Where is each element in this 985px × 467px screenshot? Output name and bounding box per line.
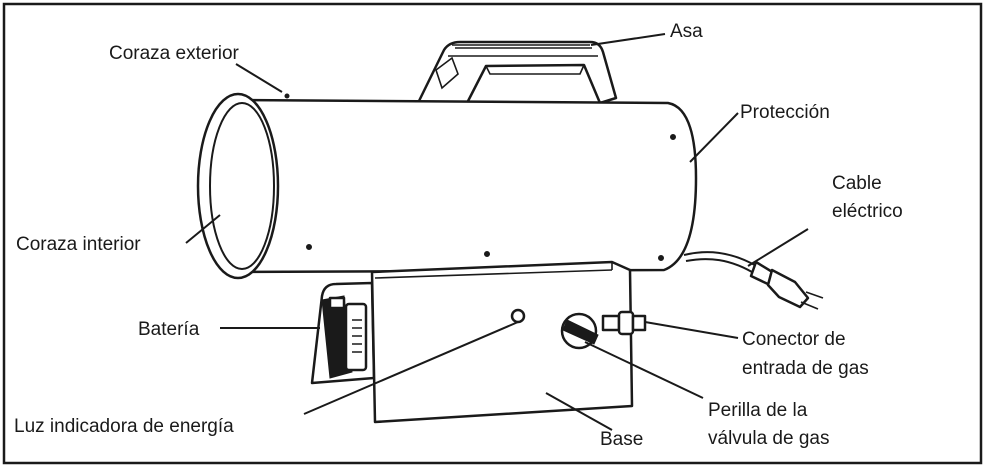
power-light bbox=[510, 308, 526, 324]
label-gas-connector-1: Conector de bbox=[742, 329, 846, 350]
heater-illustration bbox=[196, 40, 824, 424]
outer-shell bbox=[233, 93, 698, 274]
handle bbox=[416, 40, 618, 107]
label-power-cord-2: eléctrico bbox=[832, 201, 903, 222]
label-inner-shell: Coraza interior bbox=[16, 234, 141, 255]
battery bbox=[310, 281, 376, 385]
label-gas-connector-2: entrada de gas bbox=[742, 358, 869, 379]
gas-valve-knob bbox=[560, 312, 599, 350]
label-power-light: Luz indicadora de energía bbox=[14, 416, 234, 437]
label-battery: Batería bbox=[138, 319, 200, 340]
inner-shell bbox=[196, 92, 280, 280]
label-outer-shell: Coraza exterior bbox=[109, 43, 240, 64]
label-gas-valve-1: Perilla de la bbox=[708, 400, 808, 421]
label-power-cord-1: Cable bbox=[832, 173, 882, 194]
leader-lines bbox=[185, 33, 809, 431]
gas-connector bbox=[601, 310, 647, 336]
labels: Coraza exterior Asa Protección Cable elé… bbox=[14, 21, 903, 450]
base bbox=[370, 260, 634, 424]
label-handle: Asa bbox=[670, 21, 703, 42]
label-base: Base bbox=[600, 429, 643, 450]
label-gas-valve-2: válvula de gas bbox=[708, 428, 829, 449]
label-guard: Protección bbox=[740, 102, 830, 123]
